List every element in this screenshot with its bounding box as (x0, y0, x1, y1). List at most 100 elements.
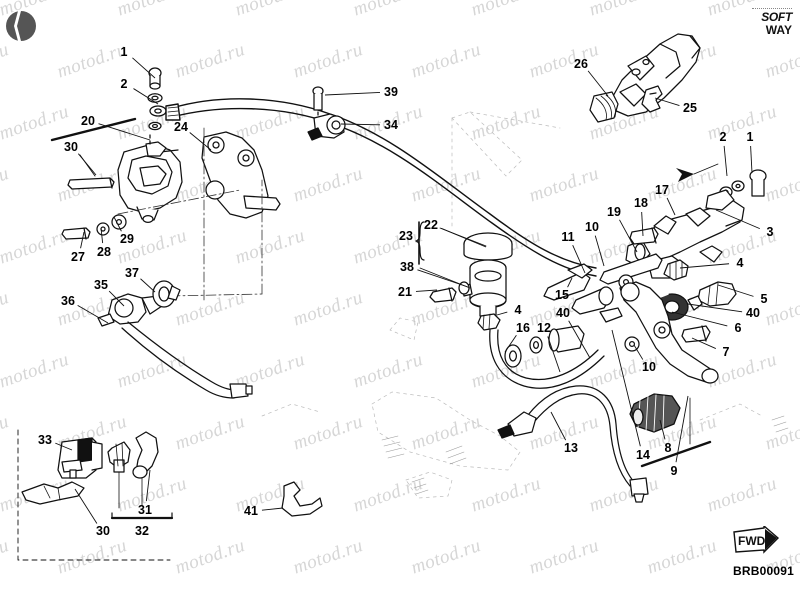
callout-label[interactable]: 13 (564, 440, 578, 455)
bracket-30-inset (21, 481, 85, 505)
callout-label[interactable]: 3 (766, 224, 774, 239)
callout-label[interactable]: 15 (555, 287, 569, 302)
callout-label[interactable]: 2 (120, 76, 128, 91)
callout-label[interactable]: 25 (683, 100, 697, 115)
leader-line (611, 329, 641, 447)
leader-line (133, 88, 159, 105)
callout-label[interactable]: 28 (97, 244, 111, 259)
brand-rule (752, 8, 792, 9)
leader-line (340, 123, 381, 126)
direction-arrow (676, 168, 694, 182)
callout-label[interactable]: 9 (670, 463, 678, 478)
callout-label[interactable]: 26 (574, 56, 588, 71)
callout-label[interactable]: 23 (399, 228, 413, 243)
leader-line (417, 269, 469, 288)
callout-label[interactable]: 17 (655, 182, 669, 197)
leader-line (77, 153, 97, 176)
diagram-part-number: BRB00091 (733, 564, 794, 578)
callout-label[interactable]: 4 (514, 302, 522, 317)
leader-line (671, 311, 728, 327)
plunger-32 (107, 441, 131, 473)
brake-caliper (117, 141, 183, 224)
callout-label[interactable]: 8 (664, 440, 672, 455)
leader-line (659, 419, 666, 440)
switch-33 (57, 437, 103, 479)
callout-label[interactable]: 1 (120, 44, 128, 59)
callout-label[interactable]: 6 (734, 320, 742, 335)
callout-label[interactable]: 10 (585, 219, 599, 234)
nut-4 (663, 259, 689, 281)
callout-label[interactable]: 12 (537, 320, 551, 335)
leader-line (496, 311, 508, 316)
leader-line (441, 227, 487, 248)
callout-label[interactable]: 29 (120, 231, 134, 246)
leader-line (189, 132, 212, 151)
leader-line (568, 320, 591, 359)
pedal-boot-8 (629, 393, 681, 433)
callout-label[interactable]: 7 (722, 344, 730, 359)
leader-line (715, 209, 760, 230)
hose-fitting-34 (307, 113, 346, 141)
callout-label[interactable]: 41 (244, 503, 258, 518)
callout-label[interactable]: 40 (746, 305, 760, 320)
leader-line (100, 227, 104, 244)
callout-label[interactable]: 20 (81, 113, 95, 128)
callout-label[interactable]: 32 (135, 523, 149, 538)
leader-line (572, 244, 586, 274)
callout-label[interactable]: 5 (760, 291, 768, 306)
brand-line1: SOFT (761, 10, 792, 24)
leader-line (594, 235, 605, 267)
bleed-hose-assembly (97, 293, 253, 399)
callout-label[interactable]: 21 (398, 284, 412, 299)
leader-line (654, 97, 680, 106)
callout-label[interactable]: 27 (71, 249, 85, 264)
reservoir-hose-16 (489, 329, 605, 389)
clutch-slave-cylinder (589, 33, 701, 123)
callout-label[interactable]: 36 (61, 293, 75, 308)
leader-line (679, 263, 730, 269)
leader-line (80, 231, 85, 249)
callout-label[interactable]: 30 (64, 139, 78, 154)
leader-line (55, 442, 73, 451)
callout-label[interactable]: 31 (138, 502, 152, 517)
callout-label[interactable]: 4 (736, 255, 744, 270)
callout-label[interactable]: 35 (94, 277, 108, 292)
callout-label[interactable]: 40 (556, 305, 570, 320)
callout-label[interactable]: 37 (125, 265, 139, 280)
callout-label[interactable]: 22 (424, 217, 438, 232)
callout-label[interactable]: 2 (719, 129, 727, 144)
caliper-bolt-27 (61, 227, 91, 240)
leader-line (74, 488, 98, 524)
leader-line (687, 303, 743, 313)
callout-label[interactable]: 19 (607, 204, 621, 219)
sensor-cable-13 (497, 385, 649, 503)
leader-line (550, 411, 567, 441)
callout-label[interactable]: 38 (400, 259, 414, 274)
callout-label[interactable]: 1 (746, 129, 754, 144)
svg-text:FWD: FWD (738, 534, 766, 548)
bolt-36 (97, 313, 115, 327)
callout-label[interactable]: 33 (38, 432, 52, 447)
leader-line (717, 284, 754, 297)
callout-label[interactable]: 34 (384, 117, 398, 132)
caliper-bracket (201, 131, 281, 219)
callout-label[interactable]: 18 (634, 195, 648, 210)
pad-retaining-pin (67, 177, 115, 190)
leader-line (619, 219, 638, 253)
leader-line (641, 211, 644, 237)
leader-line (415, 289, 438, 292)
callout-label[interactable]: 11 (561, 229, 575, 244)
fwd-direction-badge: FWD (733, 526, 780, 554)
leader-line (77, 304, 109, 324)
banjo-bolt-stack-right (705, 169, 767, 211)
callout-label[interactable]: 16 (516, 320, 530, 335)
callout-label[interactable]: 14 (636, 447, 650, 462)
ghost-hatch (381, 415, 789, 495)
callout-label[interactable]: 39 (384, 84, 398, 99)
callout-label[interactable]: 30 (96, 523, 110, 538)
brand-mark: SOFT WAY (752, 8, 792, 36)
brand-line2: WAY (765, 23, 792, 37)
callout-label[interactable]: 10 (642, 359, 656, 374)
pin-18 (629, 227, 659, 245)
callout-label[interactable]: 24 (174, 119, 188, 134)
